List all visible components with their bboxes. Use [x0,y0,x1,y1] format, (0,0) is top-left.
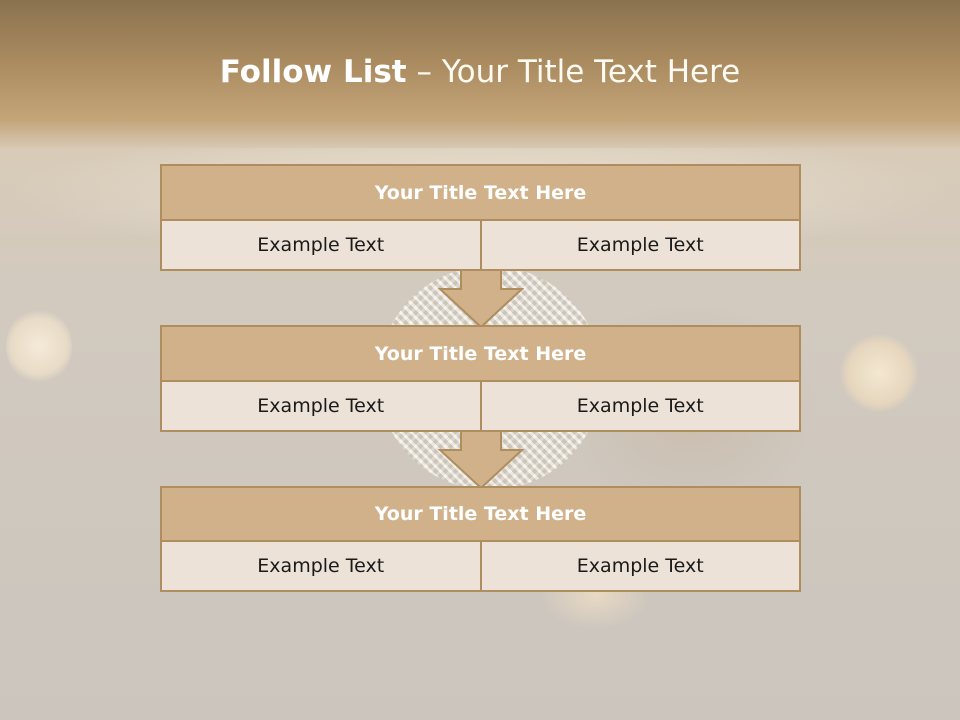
block-row: Example Text Example Text [160,542,801,592]
block-cell-right: Example Text [481,542,801,592]
block-cell-left: Example Text [160,382,482,432]
list-block-1: Your Title Text Here Example Text Exampl… [160,164,801,271]
list-block-3: Your Title Text Here Example Text Exampl… [160,486,801,592]
block-cell-left: Example Text [160,221,482,271]
block-title: Your Title Text Here [160,164,801,221]
block-cell-left: Example Text [160,542,482,592]
bokeh-light-right [840,334,918,412]
block-row: Example Text Example Text [160,221,801,271]
down-arrow-icon [438,269,524,329]
block-row: Example Text Example Text [160,382,801,432]
slide-title-rest: – Your Title Text Here [406,54,741,90]
block-title: Your Title Text Here [160,486,801,542]
bokeh-light-left [6,308,72,384]
block-cell-right: Example Text [481,221,801,271]
list-block-2: Your Title Text Here Example Text Exampl… [160,325,801,432]
slide-title: Follow List – Your Title Text Here [0,54,960,100]
block-cell-right: Example Text [481,382,801,432]
down-arrow-icon [438,430,524,490]
block-title: Your Title Text Here [160,325,801,382]
slide-title-bold: Follow List [219,54,407,90]
